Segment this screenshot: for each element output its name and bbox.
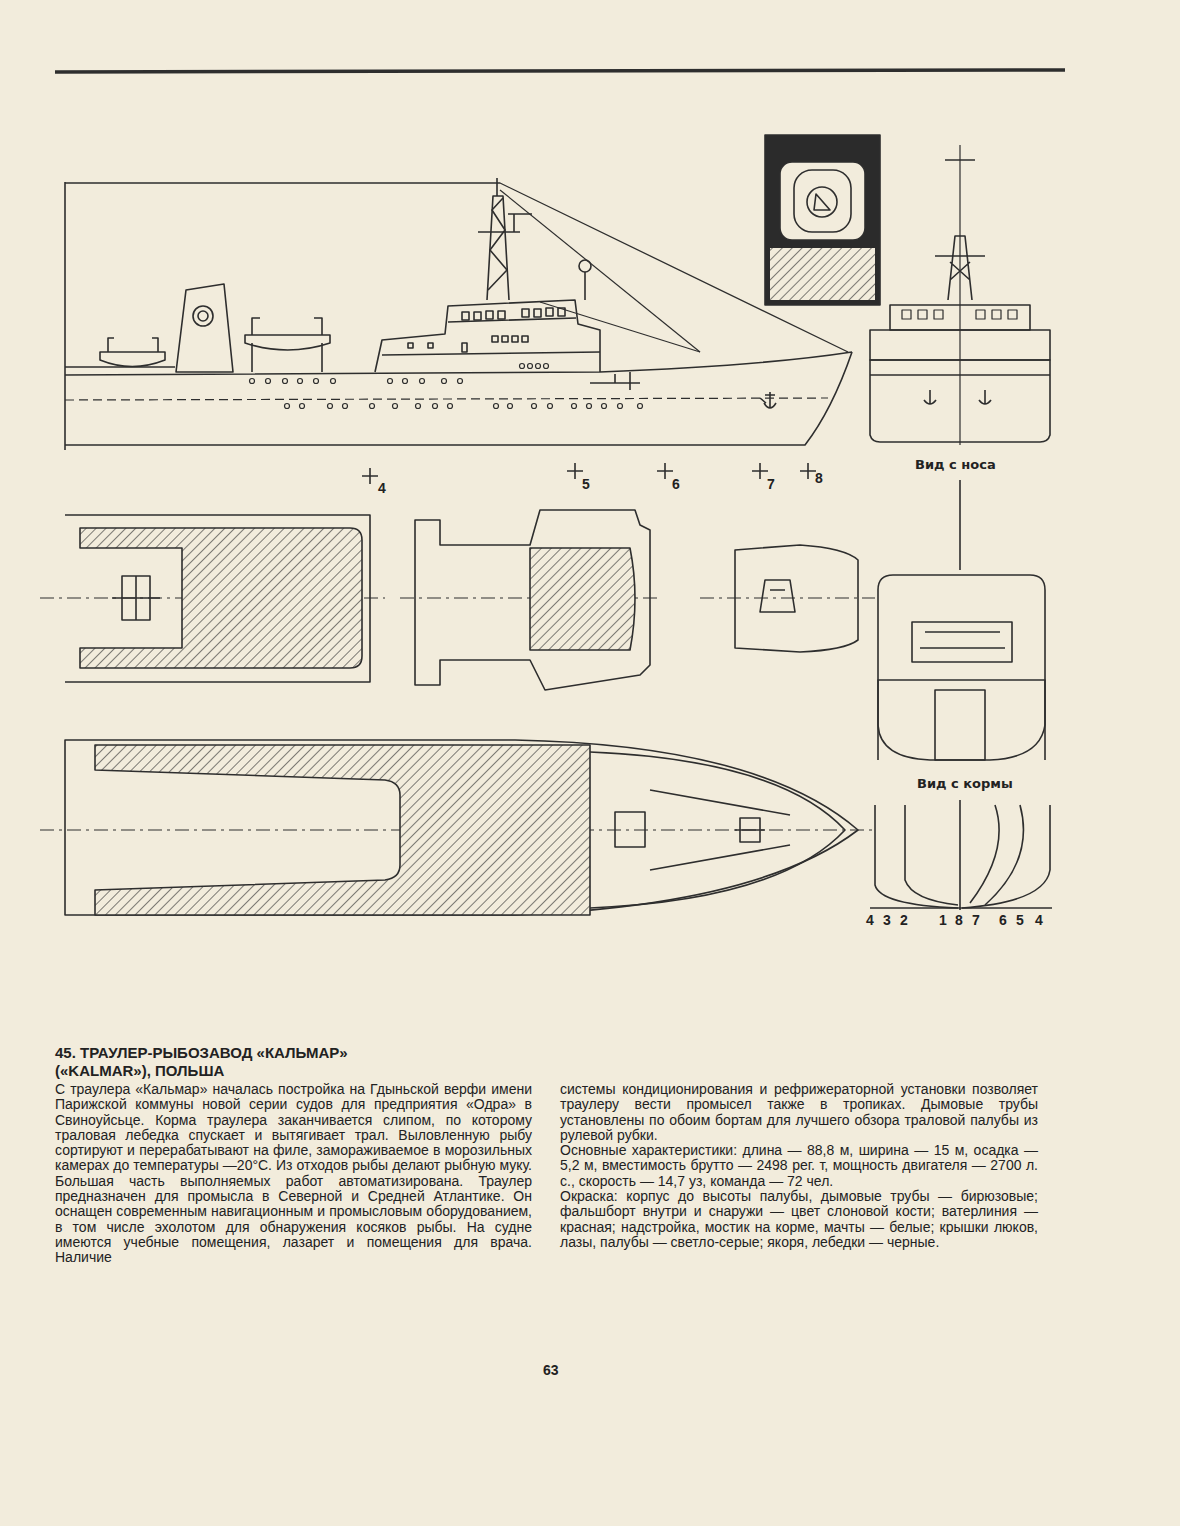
section-number: 6 [672,476,680,492]
page-number: 63 [543,1362,559,1378]
frame-number: 7 [972,912,980,928]
frame-number: 4 [866,912,874,928]
view-caption: Вид с кормы [917,776,1013,791]
body-text: С траулера «Кальмар» началась постройка … [55,1082,532,1266]
frame-number: 8 [955,912,963,928]
section-number: 4 [378,480,386,496]
frame-number: 1 [939,912,947,928]
section-number: 5 [582,476,590,492]
frame-number: 6 [999,912,1007,928]
body-text: Окраска: корпус до высоты палубы, дымовы… [560,1189,1038,1250]
body-text: системы кондиционирования и рефрижератор… [560,1082,1038,1143]
article-title: 45. ТРАУЛЕР-РЫБОЗАВОД «КАЛЬМАР» («KALMAR… [55,1044,385,1080]
view-caption: Вид с носа [915,457,996,472]
section-number: 8 [815,470,823,486]
frame-number: 5 [1016,912,1024,928]
frame-number: 3 [883,912,891,928]
section-number: 7 [767,476,775,492]
body-text: Основные характеристики: длина — 88,8 м,… [560,1143,1038,1189]
frame-number: 4 [1035,912,1043,928]
frame-number: 2 [900,912,908,928]
